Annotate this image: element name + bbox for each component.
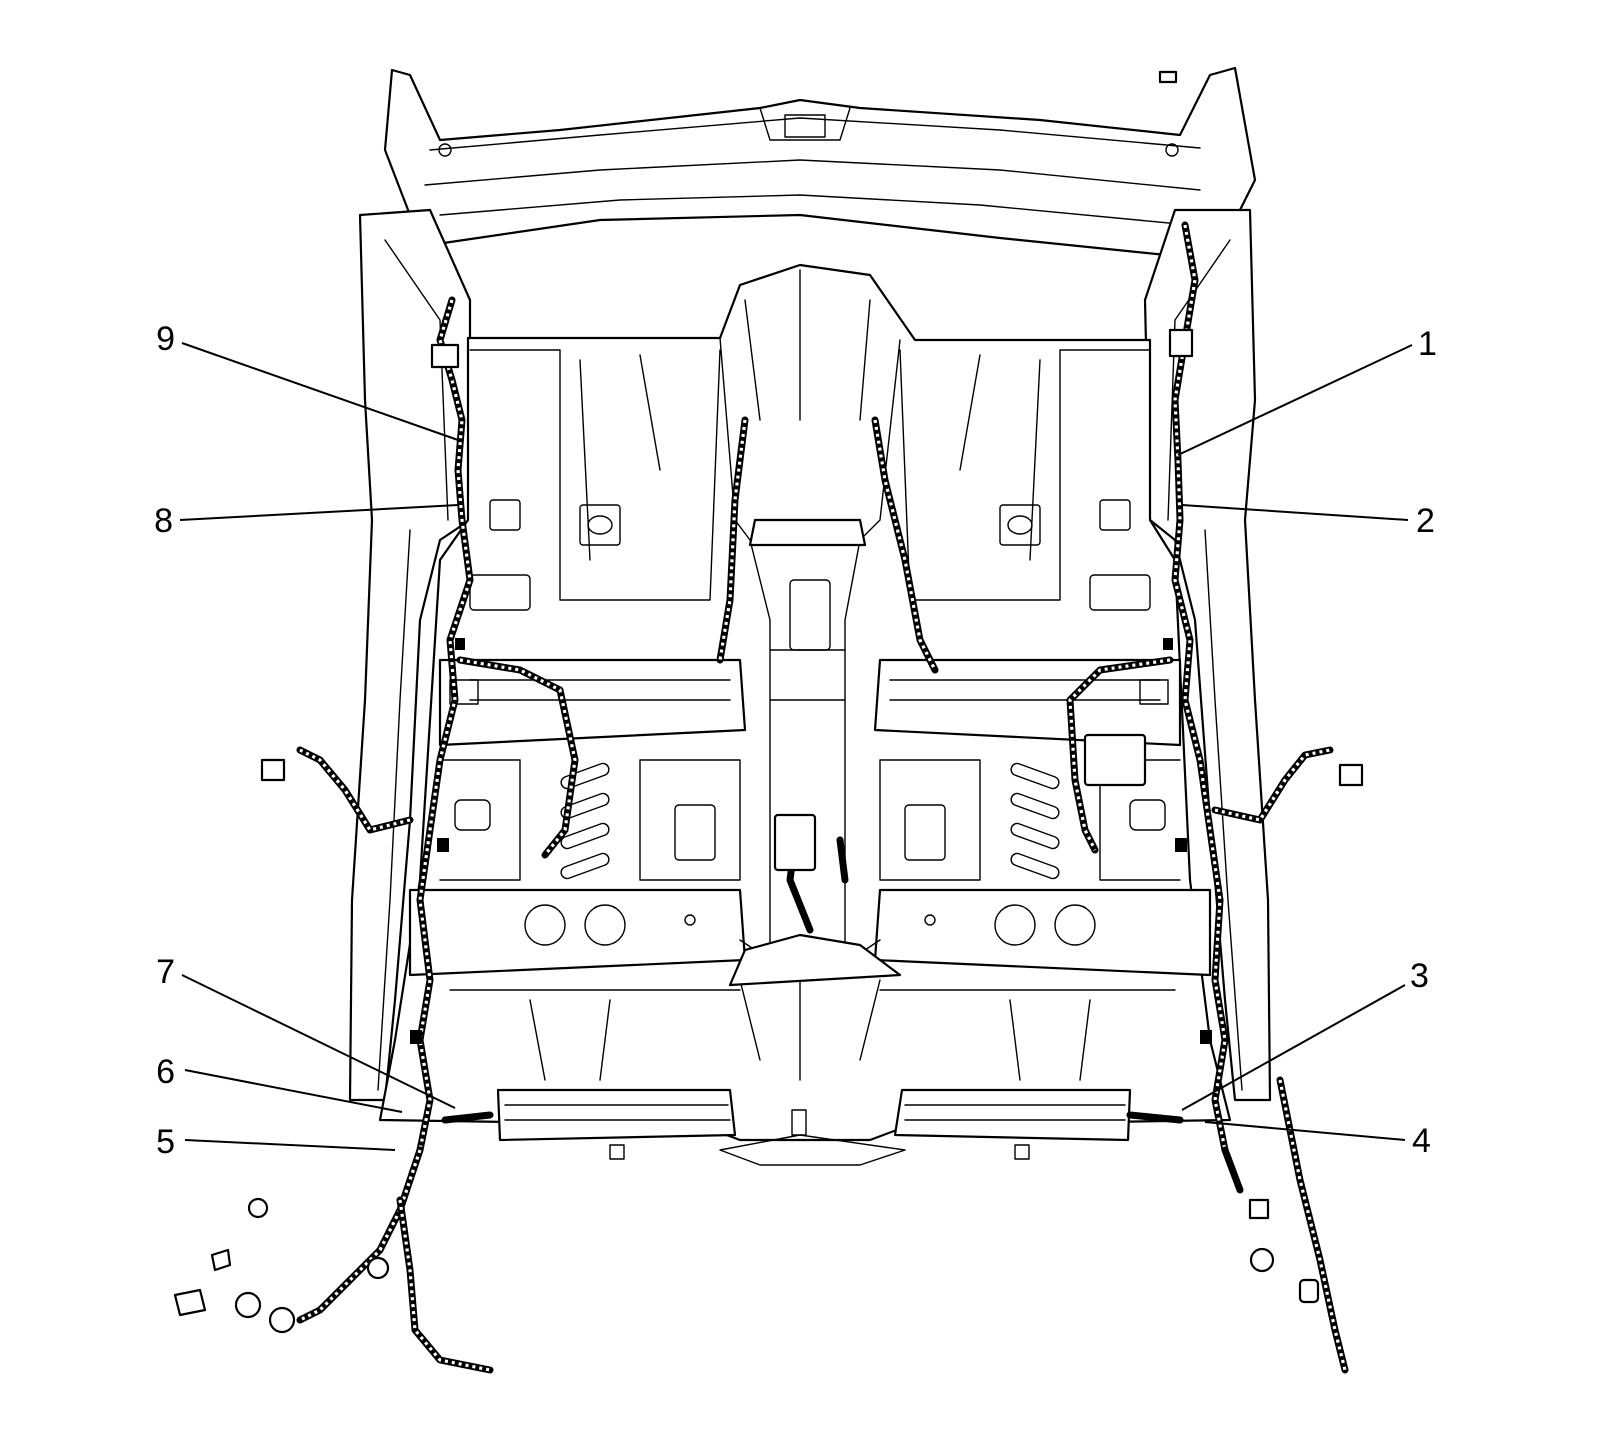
left-seat-slots <box>560 762 716 880</box>
leader-6 <box>184 1069 403 1113</box>
vehicle-floor-structure <box>348 66 1272 1166</box>
leader-7 <box>181 974 456 1109</box>
leader-8 <box>179 504 459 521</box>
wiring-harness <box>296 221 1349 1374</box>
callout-7: 7 <box>156 953 175 991</box>
callout-labels: 1 2 3 4 5 6 7 8 9 <box>154 320 1437 1161</box>
callout-5: 5 <box>156 1123 175 1161</box>
leader-5 <box>184 1139 396 1151</box>
leader-3 <box>1181 984 1406 1111</box>
connectors-and-clips <box>173 70 1364 1334</box>
callout-2: 2 <box>1416 502 1435 540</box>
leader-2 <box>1181 504 1409 521</box>
leader-9 <box>181 342 459 441</box>
callout-9: 9 <box>156 320 175 358</box>
leader-1 <box>1177 344 1413 456</box>
callout-8: 8 <box>154 502 173 540</box>
callout-6: 6 <box>156 1053 175 1091</box>
callout-4: 4 <box>1412 1122 1431 1160</box>
callout-1: 1 <box>1418 325 1437 363</box>
leader-4 <box>1204 1121 1406 1141</box>
right-seat-slots <box>904 762 1060 880</box>
callout-3: 3 <box>1410 957 1429 995</box>
callout-leaders <box>179 342 1413 1151</box>
